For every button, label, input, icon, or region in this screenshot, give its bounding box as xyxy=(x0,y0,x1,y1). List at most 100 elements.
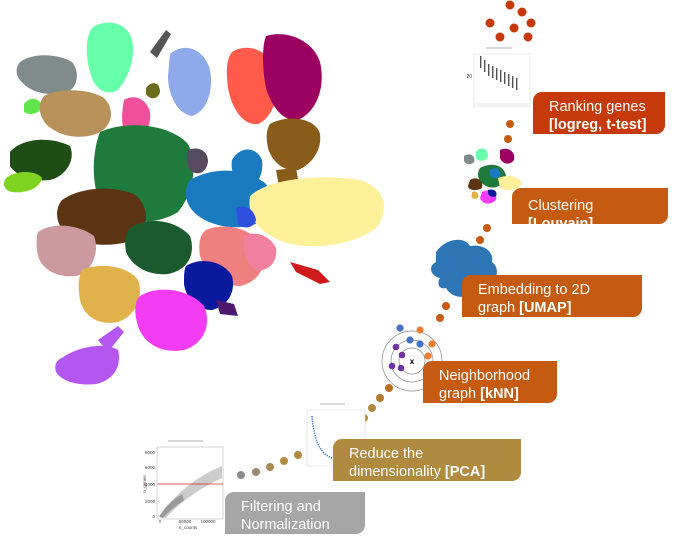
rank-gene-label xyxy=(508,74,510,86)
pca-ytick-marks: · xyxy=(304,427,305,431)
step-ranking-line2-wrap: [logreg, t-test] xyxy=(549,116,655,134)
qc-scatter-thumbnail: 0 2000 4000 6000 8000 0 50000 100000 n_c… xyxy=(142,440,224,530)
cluster-royal-blue xyxy=(236,206,256,228)
cluster-navy xyxy=(184,261,234,310)
gene-ranking-thumbnail: 20 xyxy=(466,47,531,107)
cluster-dark-green-2 xyxy=(125,221,192,275)
umap-cluster-illustration xyxy=(4,22,384,385)
step-ranking-genes: Ranking genes [logreg, t-test] xyxy=(533,92,665,134)
knn-center-label: x xyxy=(410,357,415,366)
step-knn-line1: Neighborhood xyxy=(439,368,531,384)
knn-neighbor-dot xyxy=(398,351,406,359)
step-ranking-method: [logreg, t-test] xyxy=(549,117,647,133)
qc-ytick: 0 xyxy=(152,514,155,519)
rank-gene-label xyxy=(496,68,498,80)
rank-plot-frame xyxy=(473,53,531,107)
cluster-grey xyxy=(16,55,77,94)
qc-ytick: 6000 xyxy=(145,465,156,470)
path-dot xyxy=(495,32,505,42)
knn-neighbor-dot xyxy=(392,343,400,351)
path-dot xyxy=(385,384,393,392)
step-knn-line2: graph xyxy=(439,386,481,402)
path-dot xyxy=(376,394,384,402)
step-pca-line2: dimensionality xyxy=(349,464,445,480)
step-clustering-line-wrap: Clustering [Louvain] xyxy=(528,197,658,233)
cluster-magenta-dark xyxy=(263,34,322,121)
step-clustering-line1: Clustering xyxy=(528,198,594,214)
cluster-violet-arm xyxy=(98,326,124,352)
rank-ytick: 20 xyxy=(466,74,472,80)
path-dot xyxy=(436,314,444,322)
clustering-thumbnail xyxy=(464,148,522,204)
cluster-golden xyxy=(78,265,140,323)
knn-neighbor-dot xyxy=(416,340,424,348)
cluster-mint xyxy=(86,22,134,93)
path-dot xyxy=(517,7,527,17)
cluster-purple-streak xyxy=(216,300,238,316)
rank-gene-label xyxy=(484,60,486,72)
qc-point-cloud-dense xyxy=(159,494,184,518)
path-dot xyxy=(237,471,245,479)
cluster-olive xyxy=(146,83,160,99)
rank-gene-label xyxy=(516,78,518,90)
path-dot xyxy=(506,120,514,128)
qc-xtick: 0 xyxy=(159,519,162,524)
path-dot xyxy=(368,404,376,412)
cluster-lime xyxy=(4,172,42,193)
cluster-thumb-golden xyxy=(471,191,479,199)
rank-gene-label xyxy=(512,76,514,88)
path-dot xyxy=(509,23,519,33)
qc-xtick: 50000 xyxy=(179,519,192,524)
cluster-crimson-streak xyxy=(290,262,330,284)
path-dot xyxy=(523,32,533,42)
rank-gene-label xyxy=(480,56,482,68)
cluster-thumb-magenta xyxy=(500,148,515,164)
step-umap-line2: graph xyxy=(478,300,520,316)
path-dot xyxy=(504,135,512,143)
knn-neighbor-dot xyxy=(406,336,414,344)
step-ranking-line1: Ranking genes xyxy=(549,99,646,115)
step-umap-line2-wrap: graph [UMAP] xyxy=(478,299,632,317)
step-knn-method: [kNN] xyxy=(480,386,519,402)
rank-gene-label xyxy=(500,70,502,82)
qc-ylabel: n_genes xyxy=(142,475,147,493)
qc-ytick: 2000 xyxy=(145,499,156,504)
step-filtering-line1: Filtering and xyxy=(241,499,321,515)
path-dot xyxy=(252,468,260,476)
cluster-light-pink xyxy=(243,233,277,271)
step-pca-line2-wrap: dimensionality [PCA] xyxy=(349,463,511,481)
qc-xlabel: n_counts xyxy=(179,525,198,530)
cluster-dark-grey-stroke xyxy=(150,30,171,58)
path-dot xyxy=(505,0,515,10)
path-dot xyxy=(442,302,450,310)
cluster-dusty-rose xyxy=(36,225,96,277)
step-pca-line1: Reduce the xyxy=(349,446,424,462)
step-pca-method: [PCA] xyxy=(444,464,486,480)
cluster-brown xyxy=(266,118,321,171)
step-reduce-dimensionality: Reduce the dimensionality [PCA] xyxy=(333,439,521,481)
path-dot xyxy=(294,451,302,459)
rank-gene-labels xyxy=(480,56,518,90)
cluster-thumb-brown xyxy=(468,178,483,191)
qc-ytick: 8000 xyxy=(145,450,156,455)
path-dot xyxy=(280,457,288,465)
path-dot xyxy=(266,463,274,471)
path-dot xyxy=(476,236,484,244)
cluster-darkgreen xyxy=(10,139,72,181)
path-dot xyxy=(483,224,491,232)
path-dot xyxy=(526,18,536,28)
path-dot xyxy=(485,18,495,28)
step-neighborhood-graph: Neighborhood graph [kNN] xyxy=(423,361,557,403)
cluster-light-yellow xyxy=(249,177,384,247)
cluster-lightgreen-small xyxy=(24,98,42,114)
knn-ring-inner xyxy=(398,347,426,375)
cluster-thumb-grey xyxy=(464,154,475,165)
knn-neighbor-dot xyxy=(388,362,396,370)
rank-gene-label xyxy=(504,72,506,84)
rank-gene-label xyxy=(492,66,494,78)
knn-neighbor-dot xyxy=(396,324,404,332)
cluster-thumb-mint xyxy=(476,148,488,161)
cluster-magenta-bright xyxy=(135,289,208,351)
step-clustering: Clustering [Louvain] xyxy=(512,188,668,232)
